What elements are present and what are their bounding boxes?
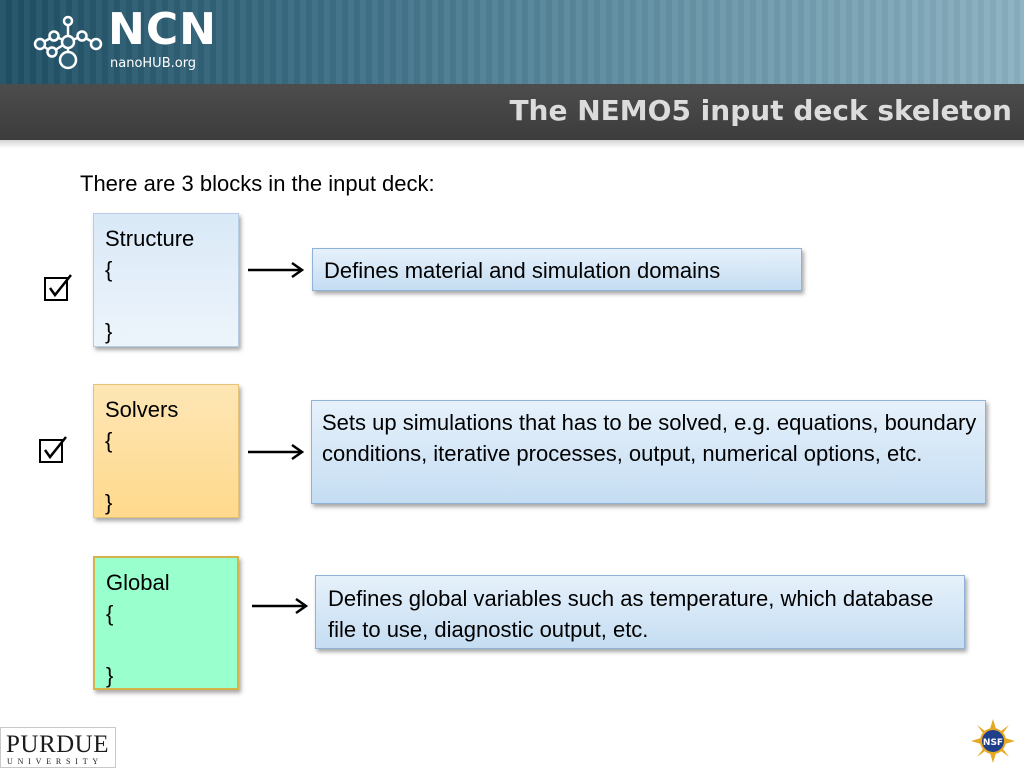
global-block: Global { }: [93, 556, 239, 690]
purdue-logo-text: PURDUE: [6, 731, 110, 758]
purdue-logo: PURDUE UNIVERSITY: [0, 727, 116, 768]
header-banner: NCN nanoHUB.org: [0, 0, 1024, 84]
block-close-brace: }: [106, 663, 114, 688]
checkbox-checked-icon: [44, 274, 72, 301]
ncn-logo-text: NCN: [108, 4, 217, 55]
block-name: Global: [106, 570, 170, 595]
arrow-right-icon: [248, 261, 305, 279]
arrow-right-icon: [248, 443, 305, 461]
solvers-description: Sets up simulations that has to be solve…: [311, 400, 986, 504]
nsf-logo-text: NSF: [983, 738, 1003, 748]
global-description: Defines global variables such as tempera…: [315, 575, 965, 649]
nsf-logo-icon: NSF: [971, 719, 1015, 763]
block-name: Structure: [105, 226, 195, 251]
block-close-brace: }: [105, 319, 113, 344]
checkbox-checked-icon: [39, 436, 67, 463]
block-open-brace: {: [105, 257, 113, 282]
structure-block: Structure { }: [93, 213, 239, 347]
block-close-brace: }: [105, 490, 113, 515]
purdue-university-text: UNIVERSITY: [7, 757, 103, 766]
nanohub-logo-text: nanoHUB.org: [110, 56, 197, 71]
solvers-block: Solvers { }: [93, 384, 239, 518]
slide-title: The NEMO5 input deck skeleton: [509, 94, 1012, 127]
molecule-logo-icon: [33, 15, 103, 70]
structure-description: Defines material and simulation domains: [312, 248, 802, 291]
block-open-brace: {: [106, 601, 114, 626]
block-name: Solvers: [105, 397, 179, 422]
block-open-brace: {: [105, 428, 113, 453]
title-bar: The NEMO5 input deck skeleton: [0, 84, 1024, 140]
arrow-right-icon: [252, 597, 309, 615]
intro-text: There are 3 blocks in the input deck:: [80, 171, 435, 196]
